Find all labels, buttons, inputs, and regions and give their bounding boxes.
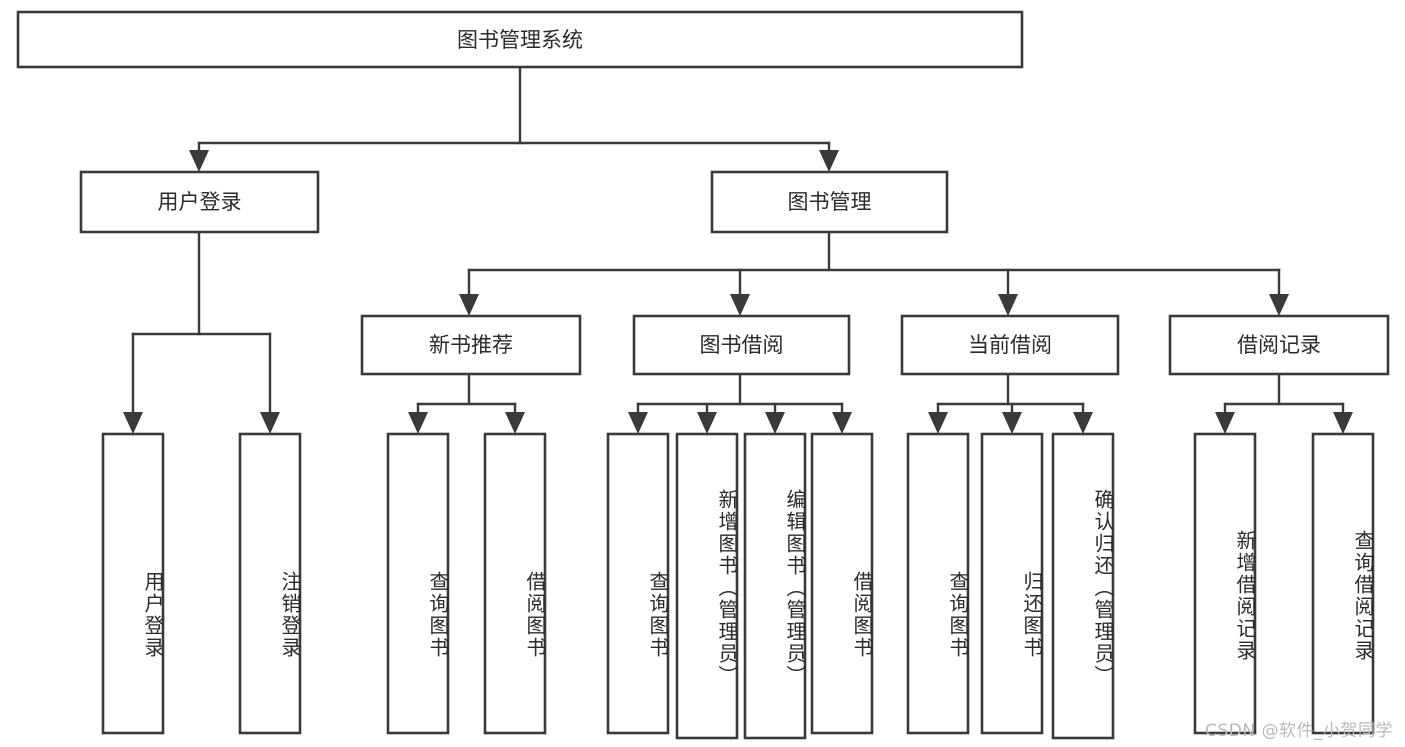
edge-group-root <box>189 65 839 172</box>
leaf-node-edit-book-admin[interactable] <box>743 432 807 740</box>
node-current-borrow[interactable]: 当前借阅 <box>900 314 1120 376</box>
node-root-system[interactable]: 图书管理系统 <box>16 10 1024 69</box>
arrow-head-icon-newbook-query <box>408 412 428 434</box>
node-label-current-borrow: 当前借阅 <box>968 333 1052 357</box>
leaf-node-borrow-book[interactable] <box>810 432 874 735</box>
arrow-head-icon-leaf-logout <box>260 412 280 434</box>
arrow-head-icon-borrow-add <box>697 412 717 434</box>
edge-group-user-login <box>123 230 280 434</box>
leaf-node-return-book[interactable] <box>980 432 1044 735</box>
node-book-management[interactable]: 图书管理 <box>710 170 949 234</box>
leaf-node-add-borrow-record[interactable] <box>1193 432 1257 735</box>
leaf-node-add-book-admin[interactable] <box>675 432 739 740</box>
node-label-user-login: 用户登录 <box>158 190 242 214</box>
leaf-node-confirm-return-admin[interactable] <box>1051 432 1115 740</box>
node-label-new-book-recommend: 新书推荐 <box>429 333 513 357</box>
arrow-head-icon-newbook-borrow <box>505 412 525 434</box>
leaf-node-current-query-book[interactable] <box>906 432 970 735</box>
arrow-head-icon-records <box>1269 294 1289 316</box>
edge-group-current <box>928 372 1093 434</box>
node-label-borrow-records: 借阅记录 <box>1237 333 1321 357</box>
leaf-node-logout[interactable] <box>238 432 302 735</box>
watermark-text: CSDN @软件_小贺同学 <box>1205 721 1393 741</box>
node-label-book-management: 图书管理 <box>788 190 872 214</box>
node-user-login[interactable]: 用户登录 <box>79 170 320 234</box>
arrow-head-icon-new-book <box>459 294 479 316</box>
leaf-node-borrow-query-book[interactable] <box>606 432 670 735</box>
arrow-head-icon-book-mgmt <box>819 150 839 172</box>
arrow-head-icon-current-query <box>928 412 948 434</box>
node-label-book-borrow: 图书借阅 <box>700 333 784 357</box>
edge-group-new-book <box>408 372 525 434</box>
arrow-head-icon-records-add <box>1215 412 1235 434</box>
arrow-head-icon-current-return <box>1002 412 1022 434</box>
arrow-head-icon-user-login <box>189 150 209 172</box>
leaf-node-newbook-borrow-book[interactable] <box>483 432 547 735</box>
node-book-borrow[interactable]: 图书借阅 <box>632 314 851 376</box>
node-label-root: 图书管理系统 <box>457 28 583 52</box>
leaf-node-newbook-query-book[interactable] <box>386 432 450 735</box>
arrow-head-icon-records-query <box>1333 412 1353 434</box>
leaf-node-user-login[interactable] <box>101 432 165 735</box>
node-new-book-recommend[interactable]: 新书推荐 <box>360 314 582 376</box>
arrow-head-icon-borrow-edit <box>765 412 785 434</box>
arrow-head-icon-current-confirm <box>1073 412 1093 434</box>
leaf-box-group <box>101 432 1375 740</box>
edge-group-borrow <box>628 372 852 434</box>
arrow-head-icon-current <box>998 294 1018 316</box>
arrow-head-icon-borrow <box>730 294 750 316</box>
arrow-head-icon-borrow-lend <box>832 412 852 434</box>
edge-group-book-mgmt <box>459 230 1289 316</box>
leaf-node-query-borrow-record[interactable] <box>1311 432 1375 735</box>
arrow-head-icon-leaf-user-login <box>123 412 143 434</box>
edge-group-records <box>1215 372 1353 434</box>
node-borrow-records[interactable]: 借阅记录 <box>1168 314 1390 376</box>
arrow-head-icon-borrow-query <box>628 412 648 434</box>
